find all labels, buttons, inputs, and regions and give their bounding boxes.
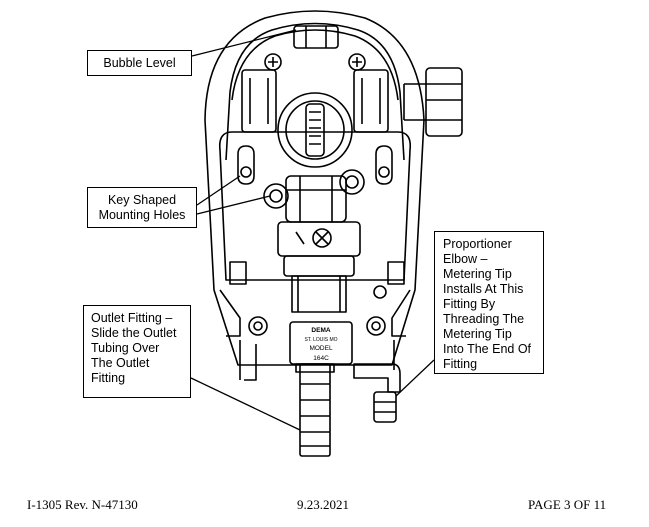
callout-line: Elbow – — [443, 252, 488, 266]
callout-line: Tubing Over — [91, 341, 160, 355]
callout-line: Installs At This — [443, 282, 524, 296]
callout-bubble-level: Bubble Level — [87, 50, 192, 76]
plate-model-number: 164C — [313, 355, 329, 362]
top-clip — [293, 25, 339, 49]
proportioner-elbow — [353, 363, 401, 393]
bubble-level — [277, 92, 353, 168]
callout-line: Key Shaped — [107, 193, 177, 207]
footer-date: 9.23.2021 — [297, 497, 349, 512]
plate-brand: DEMA — [311, 327, 330, 334]
outlet-fitting — [299, 363, 331, 457]
key-hole-right — [375, 145, 393, 185]
callout-line: Fitting — [443, 357, 478, 371]
plate-model-label: MODEL — [309, 345, 333, 352]
callout-line: The Outlet — [91, 356, 150, 370]
callout-line: Outlet Fitting – — [91, 311, 173, 325]
callout-line: Metering Tip — [443, 267, 512, 281]
leader-key-hole-right — [196, 195, 271, 215]
leader-proportioner — [395, 359, 435, 397]
leader-key-hole-left — [196, 175, 241, 206]
housing-inner-outline — [225, 22, 405, 161]
dispenser-diagram: DEMA ST. LOUIS MO MODEL 164C — [190, 10, 463, 457]
callout-line: Proportioner — [443, 237, 512, 251]
callout-outlet-fitting: Outlet Fitting – Slide the Outlet Tubing… — [83, 305, 191, 398]
callout-proportioner-elbow: Proportioner Elbow – Metering Tip Instal… — [434, 231, 544, 374]
leader-outlet — [190, 377, 301, 431]
eductor-body — [285, 175, 347, 223]
callout-line: Bubble Level — [103, 56, 176, 70]
callout-line: Threading The — [443, 312, 525, 326]
footer-document-id: I-1305 Rev. N-47130 — [27, 497, 138, 512]
callout-key-shaped-mounting-holes: Key Shaped Mounting Holes — [87, 187, 197, 228]
back-plate — [218, 131, 412, 281]
leader-bubble-level — [191, 29, 297, 57]
callout-line: Metering Tip — [443, 327, 512, 341]
lower-body — [291, 275, 347, 313]
callout-line: Into The End Of — [443, 342, 532, 356]
callout-line: Slide the Outlet — [91, 326, 177, 340]
footer-page-number: PAGE 3 OF 11 — [528, 497, 607, 512]
callout-line: Fitting — [91, 371, 126, 385]
key-hole-left — [237, 145, 255, 185]
inlet-fitting — [425, 67, 463, 137]
plate-location: ST. LOUIS MO — [304, 337, 337, 343]
callout-line: Fitting By — [443, 297, 496, 311]
callout-line: Mounting Holes — [98, 208, 186, 222]
housing-outline — [204, 10, 425, 366]
